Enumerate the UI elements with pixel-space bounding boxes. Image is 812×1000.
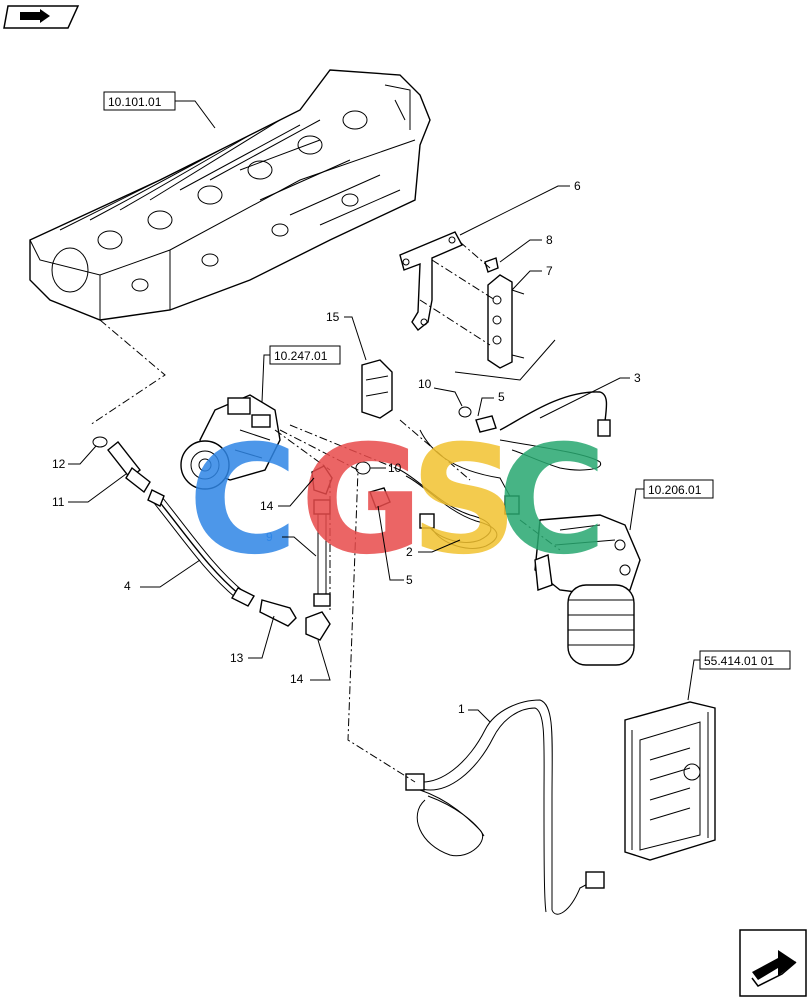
callout-10-lower: 10	[388, 461, 402, 475]
ref-label: 10.247.01	[274, 349, 328, 363]
dashed-leaders	[89, 319, 416, 783]
ref-box-10-206-01[interactable]: 10.206.01	[629, 479, 714, 531]
callouts: 6 8 7 15 3 10 5 12 11 10 14 9 2 4 5 13 1	[52, 179, 641, 723]
fuel-pump-drawing	[180, 394, 401, 490]
callout-2: 2	[406, 545, 413, 559]
callout-14-lower: 14	[290, 672, 304, 686]
book-arrow-icon[interactable]	[3, 5, 80, 29]
callout-3: 3	[634, 371, 641, 385]
ref-box-10-247-01[interactable]: 10.247.01	[261, 345, 341, 403]
fuel-filter-drawing	[519, 514, 641, 666]
next-page-arrow-icon[interactable]	[739, 929, 807, 997]
watermark-c1: C	[188, 414, 298, 588]
callout-7: 7	[546, 264, 553, 278]
cylinder-head-drawing	[29, 69, 431, 321]
callout-10-upper: 10	[418, 377, 432, 391]
ref-label: 55.414.01 01	[704, 654, 774, 668]
ecu-module-drawing	[624, 701, 716, 861]
bracket-drawing	[399, 231, 525, 369]
watermark: C G S C	[188, 414, 607, 588]
callout-6: 6	[574, 179, 581, 193]
ref-label: 10.101.01	[108, 95, 162, 109]
watermark-c2: C	[497, 414, 607, 588]
callout-4: 4	[124, 579, 131, 593]
callout-5-lower: 5	[406, 573, 413, 587]
watermark-s: S	[410, 414, 518, 588]
callout-9: 9	[266, 530, 273, 544]
callout-15: 15	[326, 310, 340, 324]
ref-label: 10.206.01	[648, 483, 702, 497]
callout-8: 8	[546, 233, 553, 247]
callout-5-upper: 5	[498, 390, 505, 404]
callout-13: 13	[230, 651, 244, 665]
callout-14-upper: 14	[260, 499, 274, 513]
callout-1: 1	[458, 702, 465, 716]
pump-hoses-drawing	[92, 359, 497, 641]
ref-box-10-101-01[interactable]: 10.101.01	[103, 91, 216, 129]
callout-11: 11	[52, 495, 65, 509]
watermark-g: G	[300, 414, 423, 588]
callout-12: 12	[52, 457, 66, 471]
return-pipe-drawing	[405, 699, 605, 915]
ref-box-55-414-01-01[interactable]: 55.414.01 01	[687, 650, 791, 701]
